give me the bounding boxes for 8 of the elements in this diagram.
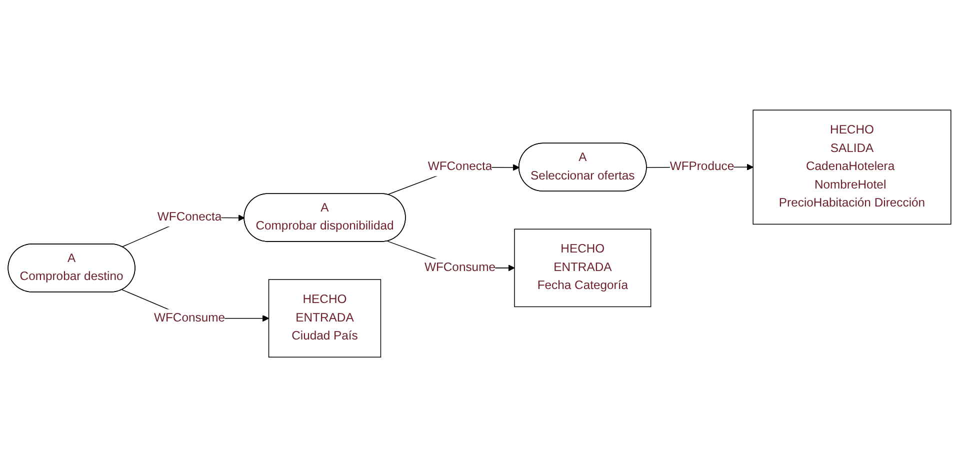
edge-label: WFProduce	[670, 160, 734, 174]
edge-label: WFConsume	[424, 260, 496, 274]
node-box: HECHO ENTRADA Ciudad País	[268, 279, 382, 358]
edge-label: WFConecta	[428, 160, 492, 174]
edge-label: WFConecta	[157, 210, 222, 224]
node-box: HECHO ENTRADA Fecha Categoría	[514, 228, 652, 307]
node-box: HECHO SALIDA CadenaHotelera NombreHotel PrecioHabitación Dirección	[752, 110, 952, 224]
edge-label: WFConsume	[154, 311, 226, 324]
